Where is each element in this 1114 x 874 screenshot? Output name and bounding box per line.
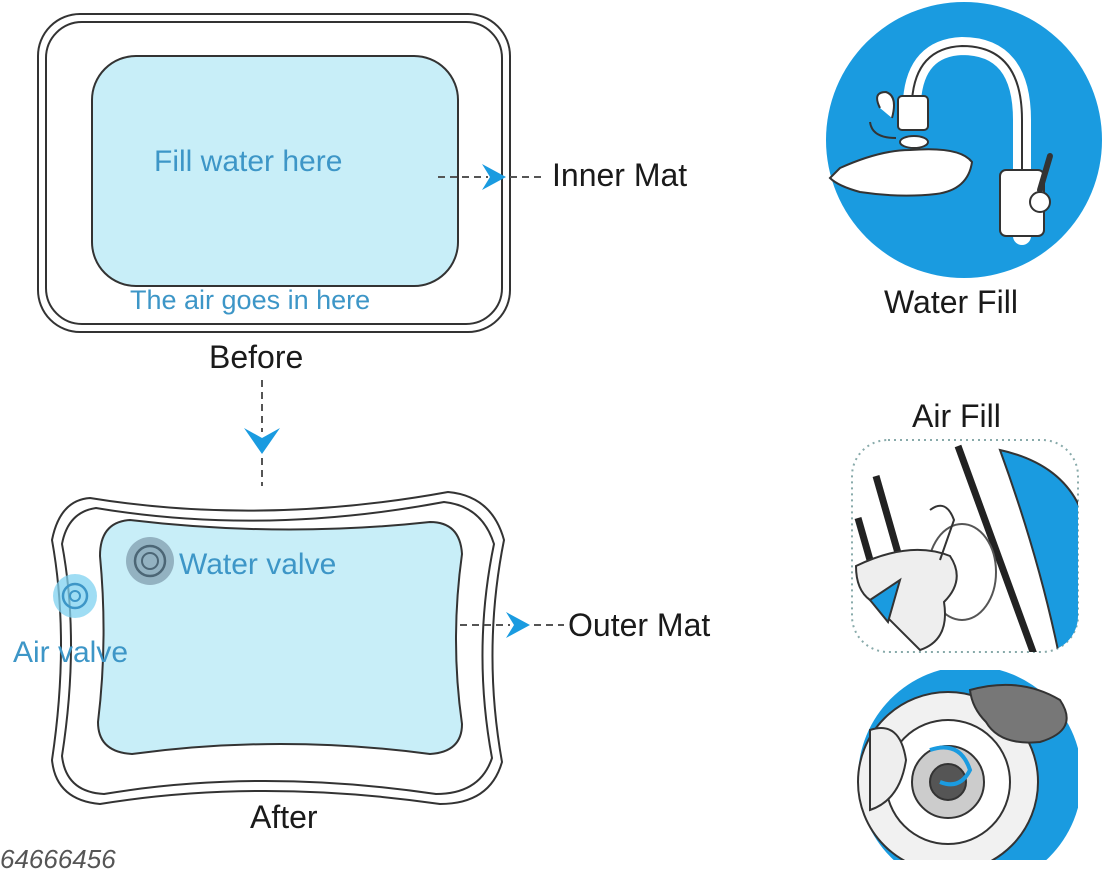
water-valve-icon [126, 537, 174, 585]
after-caption: After [250, 799, 318, 835]
before-after-arrow [244, 380, 280, 486]
air-fill-illustration [851, 439, 1079, 653]
outer-mat-water-chamber [96, 518, 464, 756]
air-goes-in-here-label: The air goes in here [130, 285, 371, 315]
before-mat [37, 13, 511, 333]
inner-mat-label: Inner Mat [552, 157, 688, 193]
water-fill-caption: Water Fill [884, 284, 1018, 320]
air-valve-icon [53, 574, 97, 618]
air-valve-label: Air valve [13, 636, 129, 669]
outer-mat-callout-arrow [460, 612, 564, 638]
water-fill-illustration [826, 2, 1102, 278]
before-caption: Before [209, 339, 304, 375]
outer-mat-label: Outer Mat [568, 607, 711, 643]
fill-water-here-label: Fill water here [154, 145, 343, 178]
air-fill-caption: Air Fill [912, 398, 1001, 434]
inner-mat-water-chamber [91, 55, 459, 287]
valve-closeup-illustration [857, 670, 1078, 860]
water-valve-label: Water valve [179, 548, 337, 581]
watermark-text: 64666456 [0, 844, 116, 874]
inner-mat-callout-arrow [438, 164, 546, 190]
